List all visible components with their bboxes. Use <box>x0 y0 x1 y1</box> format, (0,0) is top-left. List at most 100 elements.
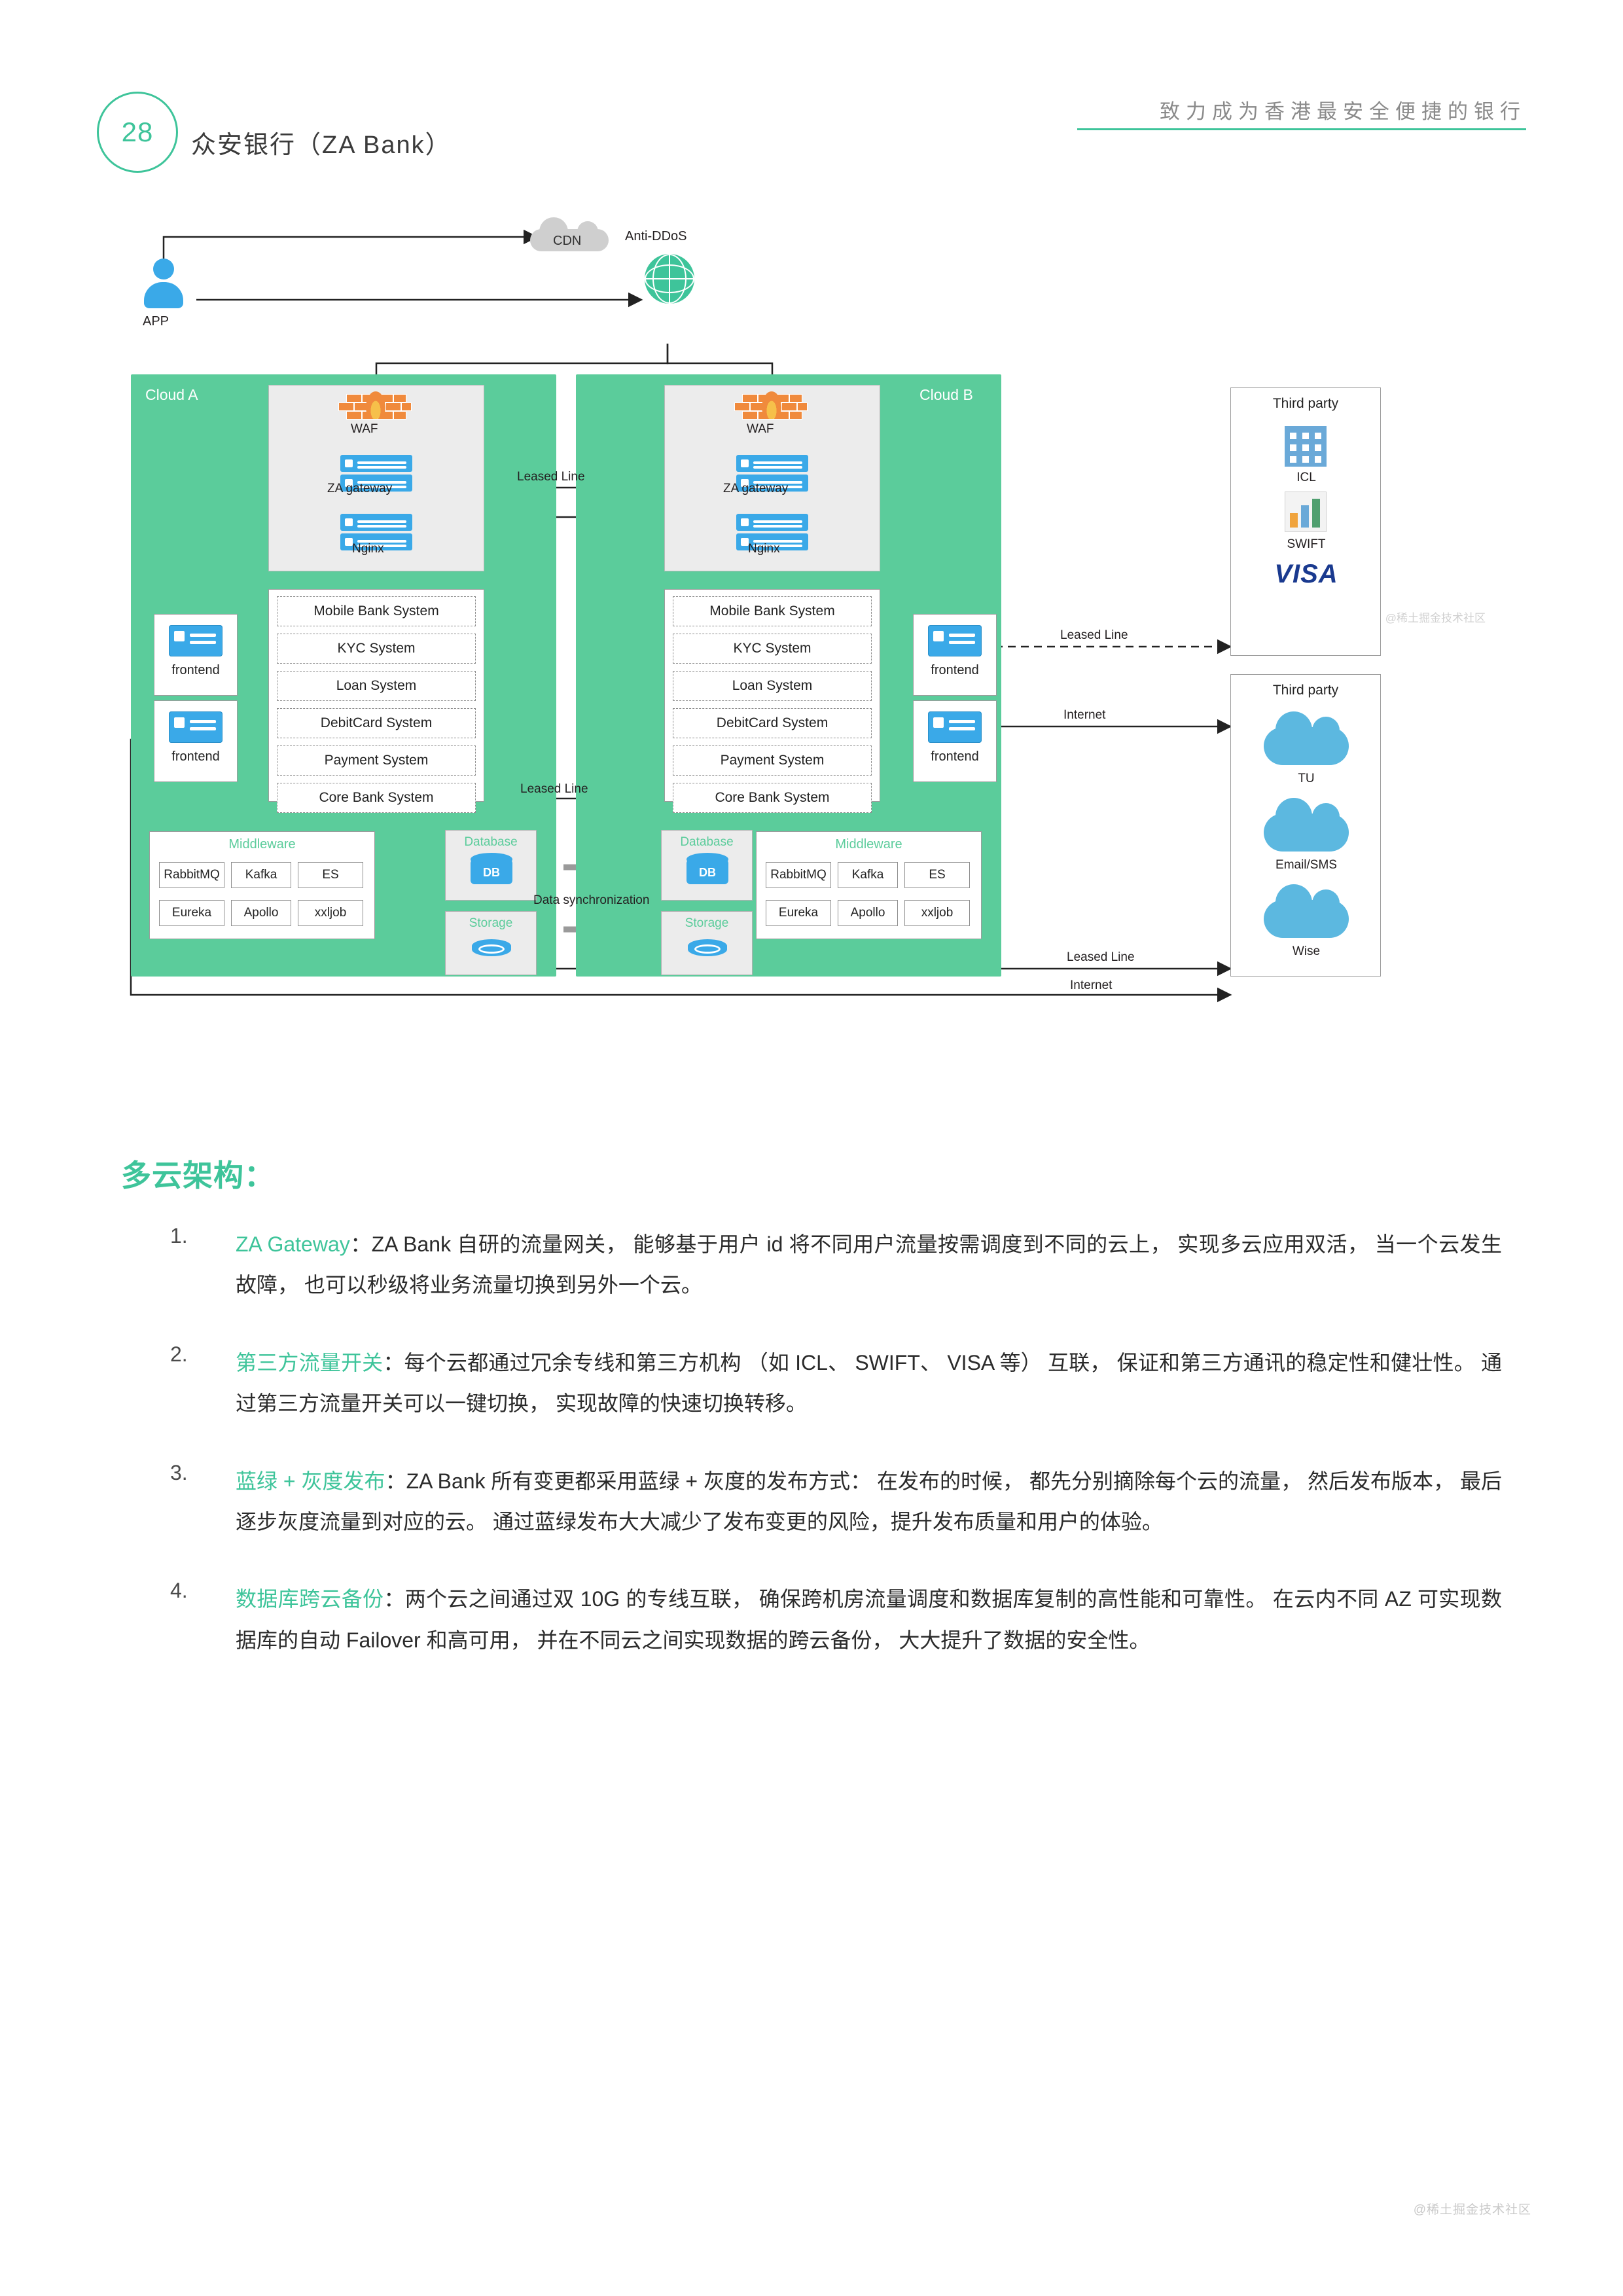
database-box-a: Database DB <box>445 830 537 901</box>
architecture-diagram: APP CDN Anti-DDoS Cloud A WAF ZA gateway… <box>118 217 1505 1126</box>
list-item-body: ：ZA Bank 自研的流量网关， 能够基于用户 id 将不同用户流量按需调度到… <box>236 1232 1503 1297</box>
system-item: Mobile Bank System <box>673 596 872 626</box>
frontend-label-b1: frontend <box>931 663 979 677</box>
frontend-label-b2: frontend <box>931 749 979 764</box>
storage-icon-a <box>472 935 511 964</box>
system-item: Loan System <box>673 671 872 701</box>
list-item-text: 第三方流量开关：每个云都通过冗余专线和第三方机构 （如 ICL、 SWIFT、 … <box>236 1342 1502 1424</box>
list-item-keyword: ZA Gateway <box>236 1232 350 1256</box>
third-party-bottom-box: Third party TU Email/SMS Wise <box>1230 674 1381 977</box>
system-item: Mobile Bank System <box>277 596 476 626</box>
middleware-box-a: Middleware RabbitMQ Kafka ES Eureka Apol… <box>149 831 375 939</box>
cloud-b-label: Cloud B <box>919 386 973 403</box>
system-item: KYC System <box>277 634 476 664</box>
frontend-node-a1: frontend <box>169 625 223 677</box>
app-label: APP <box>143 314 169 329</box>
middleware-item: xxljob <box>904 900 970 926</box>
multi-cloud-feature-list: 1. ZA Gateway：ZA Bank 自研的流量网关， 能够基于用户 id… <box>121 1224 1502 1697</box>
data-sync-label: Data synchronization <box>533 893 650 907</box>
middleware-item: xxljob <box>298 900 363 926</box>
header-tagline: 致力成为香港最安全便捷的银行 <box>1160 100 1526 123</box>
email-sms-cloud-icon <box>1264 798 1349 852</box>
list-item-body: ：两个云之间通过双 10G 的专线互联， 确保跨机房流量调度和数据库复制的高性能… <box>236 1587 1502 1652</box>
swift-label: SWIFT <box>1287 537 1326 551</box>
middleware-item: Kafka <box>838 862 898 888</box>
system-item: KYC System <box>673 634 872 664</box>
wise-cloud-icon <box>1264 884 1349 938</box>
list-item: 2. 第三方流量开关：每个云都通过冗余专线和第三方机构 （如 ICL、 SWIF… <box>121 1342 1502 1424</box>
cdn-label: CDN <box>553 234 582 248</box>
system-item: DebitCard System <box>277 708 476 738</box>
anti-ddos-globe-icon <box>645 254 694 304</box>
frontend-label-a2: frontend <box>171 749 220 764</box>
leased-line-label-bottom: Leased Line <box>1067 950 1135 964</box>
middleware-item: Apollo <box>231 900 291 926</box>
storage-icon-b <box>688 935 727 964</box>
middleware-item: Eureka <box>766 900 831 926</box>
leased-line-label-mid: Leased Line <box>520 782 588 796</box>
za-gateway-node-a <box>340 455 412 493</box>
email-sms-label: Email/SMS <box>1275 858 1337 872</box>
diagram-watermark: @稀土掘金技术社区 <box>1385 612 1486 624</box>
list-item-number: 3. <box>170 1460 188 1484</box>
cloud-a-label: Cloud A <box>145 386 198 403</box>
list-item-keyword: 第三方流量开关 <box>236 1350 383 1374</box>
third-party-top-box: Third party ICL SWIFT VISA <box>1230 387 1381 656</box>
za-gateway-label-a: ZA gateway <box>327 482 393 495</box>
leased-line-label-top: Leased Line <box>517 470 585 484</box>
frontend-node-a2: frontend <box>169 711 223 764</box>
nginx-node-b <box>736 514 808 552</box>
database-label-a: Database <box>464 835 518 849</box>
system-item: Payment System <box>277 745 476 776</box>
list-item-number: 4. <box>170 1579 188 1603</box>
cdn-cloud-icon <box>530 217 609 251</box>
database-icon-b: DB <box>687 853 728 887</box>
internet-label-bottom: Internet <box>1070 978 1113 992</box>
nginx-label-a: Nginx <box>352 542 384 556</box>
middleware-item: ES <box>904 862 970 888</box>
brand-name: 众安银行（ZA Bank） <box>191 132 452 159</box>
middleware-item: ES <box>298 862 363 888</box>
page-number-badge: 28 <box>97 92 178 173</box>
middleware-item: RabbitMQ <box>159 862 224 888</box>
list-item: 3. 蓝绿 + 灰度发布：ZA Bank 所有变更都采用蓝绿 + 灰度的发布方式… <box>121 1461 1502 1543</box>
wise-label: Wise <box>1292 944 1321 958</box>
list-item-body: ：每个云都通过冗余专线和第三方机构 （如 ICL、 SWIFT、 VISA 等）… <box>236 1350 1502 1416</box>
database-label-b: Database <box>680 835 734 849</box>
waf-icon-a <box>338 391 412 424</box>
system-item: Core Bank System <box>277 783 476 813</box>
tu-label: TU <box>1298 772 1315 785</box>
leased-line-label-tp: Leased Line <box>1060 628 1128 642</box>
za-gateway-node-b <box>736 455 808 493</box>
cloud-b-systems-box: Mobile Bank System KYC System Loan Syste… <box>664 589 880 813</box>
system-item: DebitCard System <box>673 708 872 738</box>
cloud-b-system-list: Mobile Bank System KYC System Loan Syste… <box>665 590 880 827</box>
middleware-title-b: Middleware <box>835 837 902 852</box>
database-icon-a: DB <box>471 853 512 887</box>
middleware-item: RabbitMQ <box>766 862 831 888</box>
list-item: 1. ZA Gateway：ZA Bank 自研的流量网关， 能够基于用户 id… <box>121 1224 1502 1306</box>
nginx-label-b: Nginx <box>748 542 780 556</box>
system-item: Loan System <box>277 671 476 701</box>
list-item-number: 2. <box>170 1342 188 1366</box>
storage-box-a: Storage <box>445 911 537 975</box>
third-party-top-title: Third party <box>1272 396 1339 411</box>
storage-box-b: Storage <box>661 911 753 975</box>
middleware-item: Apollo <box>838 900 898 926</box>
list-item-text: 数据库跨云备份：两个云之间通过双 10G 的专线互联， 确保跨机房流量调度和数据… <box>236 1579 1502 1660</box>
middleware-item: Kafka <box>231 862 291 888</box>
middleware-box-b: Middleware RabbitMQ Kafka ES Eureka Apol… <box>756 831 982 939</box>
storage-label-a: Storage <box>469 916 513 930</box>
frontend-node-b1: frontend <box>928 625 982 677</box>
list-item: 4. 数据库跨云备份：两个云之间通过双 10G 的专线互联， 确保跨机房流量调度… <box>121 1579 1502 1660</box>
icl-building-icon <box>1285 426 1327 467</box>
frontend-label-a1: frontend <box>171 663 220 677</box>
tu-cloud-icon <box>1264 711 1349 765</box>
list-item-number: 1. <box>170 1224 188 1247</box>
waf-label-b: WAF <box>747 422 774 436</box>
middleware-item: Eureka <box>159 900 224 926</box>
list-item-text: 蓝绿 + 灰度发布：ZA Bank 所有变更都采用蓝绿 + 灰度的发布方式： 在… <box>236 1461 1502 1543</box>
list-item-keyword: 蓝绿 + 灰度发布 <box>236 1469 385 1493</box>
cloud-a-systems-box: Mobile Bank System KYC System Loan Syste… <box>268 589 484 813</box>
waf-label-a: WAF <box>351 422 378 436</box>
